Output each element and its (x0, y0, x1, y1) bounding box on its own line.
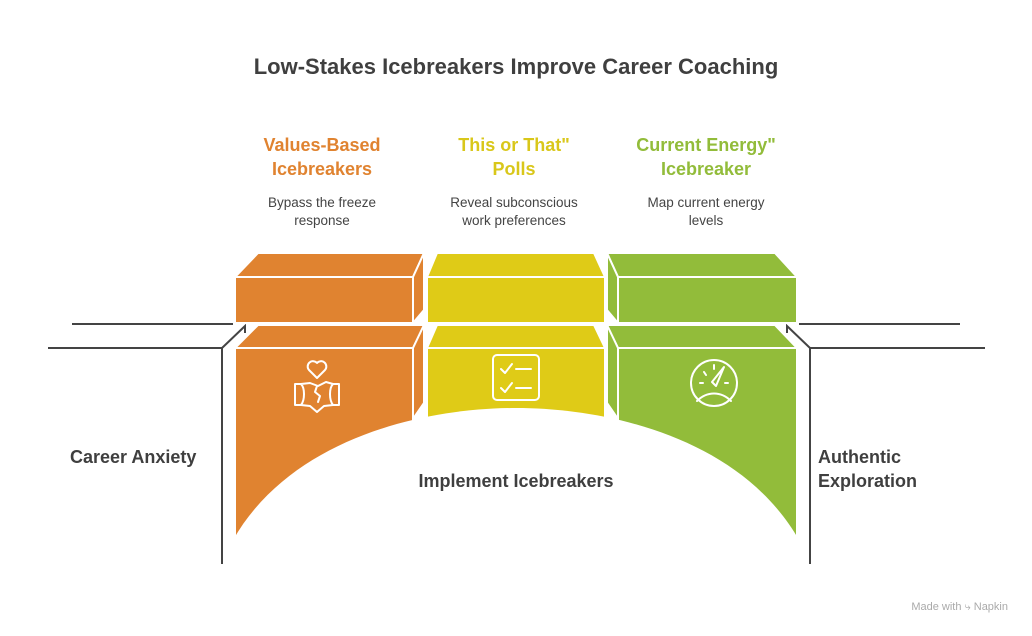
brand-name: Napkin (973, 601, 1008, 613)
yellow-upper-block (426, 252, 606, 324)
step-2-heading-line-2: Polls (492, 159, 536, 179)
handshake-heart-icon (294, 360, 340, 413)
step-3-desc-line-1: Map current energy (647, 195, 765, 210)
step-3-desc: Map current energy levels (606, 194, 806, 230)
left-label: Career Anxiety (70, 447, 197, 467)
step-2-desc-line-2: work preferences (462, 213, 566, 228)
checklist-icon (492, 354, 540, 401)
step-3-heading-line-1: Current Energy" (636, 135, 776, 155)
step-2-heading: This or That" Polls (414, 133, 614, 181)
right-label-line-1: Authentic (818, 447, 901, 467)
made-with-text: Made with (911, 601, 962, 613)
orange-upper-block (234, 252, 425, 324)
step-3-heading: Current Energy" Icebreaker (606, 133, 806, 181)
step-1-desc-line-1: Bypass the freeze (267, 195, 377, 210)
step-2-desc-line-1: Reveal subconscious (450, 195, 578, 210)
bridge-lines (48, 323, 985, 564)
arch-opening (233, 408, 799, 540)
right-connector (786, 323, 811, 349)
step-1-desc: Bypass the freeze response (222, 194, 422, 230)
right-label-line-2: Exploration (818, 471, 918, 491)
left-connector (221, 323, 246, 349)
step-1-heading-line-1: Values-Based (263, 135, 381, 155)
step-3-heading-line-2: Icebreaker (660, 159, 752, 179)
step-3-desc-line-2: levels (688, 213, 724, 228)
step-2-desc: Reveal subconscious work preferences (414, 194, 614, 230)
page-title: Low-Stakes Icebreakers Improve Career Co… (253, 54, 779, 79)
step-1-heading-line-2: Icebreakers (271, 159, 373, 179)
footer-attribution[interactable]: Made with ⤷ Napkin (911, 601, 1008, 614)
napkin-logo-icon: ⤷ (964, 601, 971, 613)
step-1-desc-line-2: response (294, 213, 350, 228)
green-upper-block (606, 252, 798, 324)
step-2-heading-line-1: This or That" (458, 135, 570, 155)
center-label: Implement Icebreakers (418, 471, 614, 491)
gauge-icon (690, 359, 738, 407)
